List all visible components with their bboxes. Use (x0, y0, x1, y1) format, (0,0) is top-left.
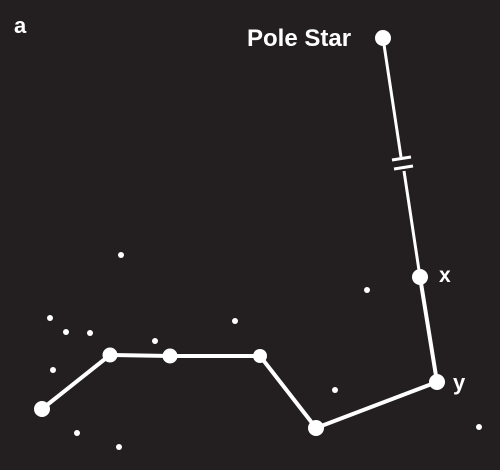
small-star (50, 367, 56, 373)
small-star (364, 287, 370, 293)
star-y (429, 374, 445, 390)
star-x-label: x (439, 264, 451, 287)
pointer-segment-lower (402, 170, 422, 278)
small-star (476, 424, 482, 430)
small-star (63, 329, 69, 335)
small-star (74, 430, 80, 436)
dipper-lines (40, 275, 439, 430)
pole-star-label: Pole Star (247, 25, 352, 52)
star-pole (375, 30, 391, 46)
pointer-segment-upper (381, 37, 403, 158)
dipper-segment-5 (314, 380, 439, 430)
small-star (152, 338, 158, 344)
small-star (116, 444, 122, 450)
small-star (87, 330, 93, 336)
star-dipper-handle-end (34, 401, 50, 417)
break-mark-1 (391, 155, 412, 162)
small-star (47, 315, 53, 321)
star-dipper-handle-3 (162, 348, 178, 364)
small-star (232, 318, 238, 324)
star-x (412, 269, 428, 285)
dipper-segment-2 (108, 353, 172, 358)
small-star (118, 252, 124, 258)
dipper-segment-4 (258, 354, 318, 430)
star-dipper-handle-2 (102, 347, 118, 363)
panel-label: a (14, 13, 27, 38)
star-dipper-bowl-top (253, 349, 267, 363)
small-star (332, 387, 338, 393)
background-stars (47, 252, 482, 450)
main-stars (34, 30, 445, 436)
star-y-label: y (453, 370, 466, 395)
pointer-line (381, 37, 422, 278)
star-dipper-bowl-bottom (308, 420, 324, 436)
break-mark-2 (393, 164, 414, 171)
dipper-segment-1 (40, 353, 112, 411)
dipper-segment-6 (418, 275, 439, 384)
